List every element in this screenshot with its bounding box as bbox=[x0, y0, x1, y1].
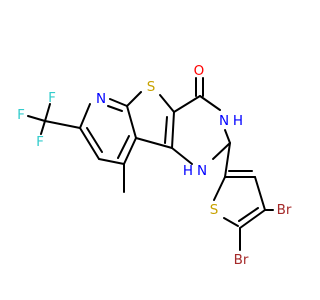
nitrogen-upper-label: N bbox=[219, 113, 229, 129]
bond-c5-c9a-inner bbox=[117, 135, 130, 159]
bond-c9b-c9a bbox=[135, 137, 173, 149]
sulfur-fused-label: S bbox=[147, 79, 156, 95]
fluorine-bottom-label: F bbox=[36, 134, 44, 150]
bond-c2-thienyl bbox=[224, 142, 231, 178]
bond-c4a-c9b bbox=[171, 111, 175, 149]
bond-cf3-f-bottom bbox=[40, 120, 46, 135]
nitrogen-pyridine-label: N bbox=[96, 91, 106, 107]
atom-labels: O N N H H N S S Br Br F F F bbox=[17, 63, 292, 268]
bond-th-c4-c5-inner bbox=[238, 207, 259, 222]
bond-th-c3-c4 bbox=[254, 176, 266, 211]
bond-s-c8a bbox=[126, 91, 142, 107]
bromine-upper-label: Br bbox=[277, 202, 292, 218]
bond-c7-cf3 bbox=[44, 120, 81, 129]
fluorine-left-label: F bbox=[17, 107, 25, 123]
bond-c4a-c9b-inner bbox=[164, 116, 168, 144]
bond-c4-n3 bbox=[199, 95, 221, 111]
oxygen-label: O bbox=[194, 63, 205, 79]
bonds bbox=[27, 77, 274, 251]
bond-cf3-f-top bbox=[44, 103, 51, 122]
bond-c8a-n bbox=[109, 98, 128, 107]
bond-c4a-s bbox=[159, 94, 175, 113]
bond-n-c7 bbox=[79, 103, 91, 129]
bond-c7-c6-inner bbox=[86, 127, 103, 153]
molecule-structure: O N N H H N S S Br Br F F F bbox=[17, 63, 292, 268]
molecule-diagram: O N N H H N S S Br Br F F F bbox=[17, 63, 292, 268]
hydrogen-upper-label: H bbox=[233, 113, 243, 129]
bond-n3-c2 bbox=[224, 129, 231, 144]
bond-th-c4-c5 bbox=[239, 209, 266, 229]
bond-n1-c9b bbox=[171, 147, 193, 165]
bond-th-c5-s bbox=[223, 217, 239, 227]
bond-c8a-n-inner bbox=[107, 105, 123, 112]
bond-c2-n1 bbox=[212, 142, 231, 160]
nitrogen-lower-label: N bbox=[197, 163, 207, 179]
hydrogen-lower-label: H bbox=[183, 163, 193, 179]
bond-th-s-c2 bbox=[213, 176, 226, 201]
fluorine-top-label: F bbox=[48, 90, 56, 106]
bond-c7-c6 bbox=[79, 127, 100, 160]
bond-c8a-c9a bbox=[126, 105, 137, 139]
bond-c6-c5 bbox=[98, 158, 125, 165]
bond-c4-c4a bbox=[173, 95, 201, 113]
bond-cf3-f-left bbox=[27, 115, 46, 122]
bromine-lower-label: Br bbox=[234, 252, 249, 268]
sulfur-thiophene-label: S bbox=[210, 202, 219, 218]
bond-c5-c9a bbox=[123, 137, 137, 165]
